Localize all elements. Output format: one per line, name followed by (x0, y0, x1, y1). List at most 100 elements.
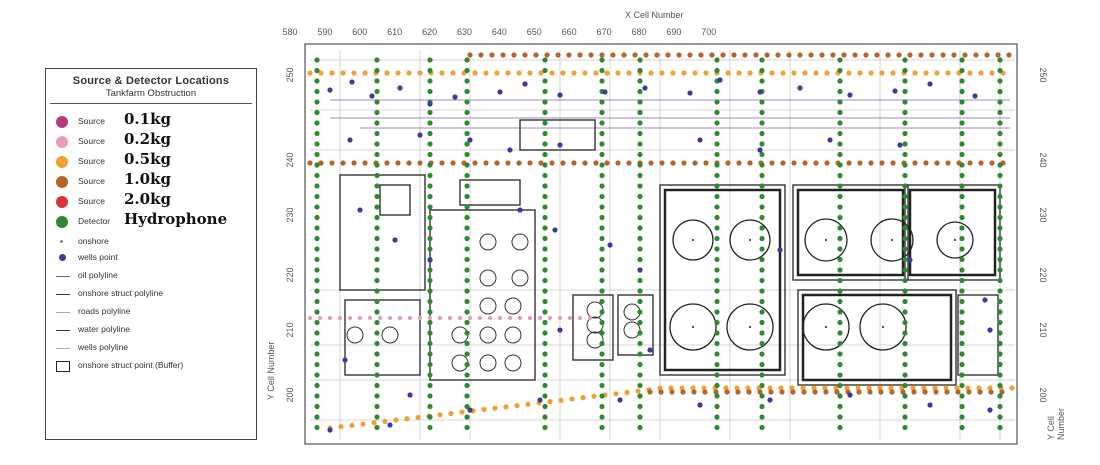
detector-marker (902, 256, 908, 263)
detector-marker (714, 319, 720, 326)
y-tick-label-left: 240 (285, 152, 295, 167)
source-marker-0.5kg (692, 70, 698, 76)
x-tick-label: 690 (666, 27, 681, 37)
source-marker-1.0kg (527, 160, 533, 166)
detector-marker (314, 288, 320, 294)
detector-marker (902, 214, 908, 221)
detector-marker (714, 193, 720, 200)
detector-marker (637, 319, 643, 326)
detector-marker (837, 88, 843, 95)
legend-size-label: Hydrophone (124, 210, 228, 228)
source-marker-1.0kg (900, 389, 906, 395)
detector-marker (427, 288, 433, 294)
source-marker-1.0kg (467, 52, 473, 58)
well-point (517, 207, 523, 213)
detector-marker (714, 372, 720, 378)
detector-marker (959, 361, 965, 368)
detector-marker (314, 393, 320, 399)
detector-marker (637, 424, 643, 431)
tank-center (749, 239, 751, 241)
source-marker-1.0kg (703, 160, 709, 166)
source-marker-1.0kg (560, 160, 566, 166)
small-tank (479, 269, 497, 287)
detector-marker (902, 193, 908, 200)
source-marker-0.2kg (307, 315, 313, 321)
detector-marker (714, 151, 720, 158)
x-tick-label: 620 (422, 27, 437, 37)
source-marker-1.0kg (406, 160, 412, 166)
detector-marker (314, 351, 320, 357)
source-marker-0.2kg (387, 315, 393, 321)
source-marker-1.0kg (896, 52, 902, 58)
detector-marker (427, 214, 433, 221)
detector-marker (714, 288, 720, 294)
source-marker-0.2kg (397, 315, 403, 321)
source-marker-0.2kg (427, 315, 433, 321)
detector-marker (314, 277, 320, 284)
source-marker-0.2kg (357, 315, 363, 321)
detector-marker (599, 225, 605, 231)
source-marker-0.5kg (516, 70, 522, 76)
source-marker-0.5kg (857, 70, 863, 76)
well-point (972, 93, 978, 99)
source-marker-0.2kg (467, 315, 473, 321)
source-marker-1.0kg (713, 389, 719, 395)
source-marker-1.0kg (775, 52, 781, 58)
detector-marker (427, 424, 433, 431)
source-marker-1.0kg (395, 160, 401, 166)
legend-label: Detector (78, 216, 111, 226)
tank-bund (796, 188, 905, 277)
detector-marker (759, 99, 765, 105)
source-marker-0.2kg (587, 315, 593, 321)
small-tank (504, 354, 522, 372)
well-point (392, 237, 398, 243)
well-point (507, 147, 513, 153)
detector-marker (714, 225, 720, 231)
detector-marker (542, 256, 548, 263)
map-legend: Source & Detector Locations Tankfarm Obs… (45, 68, 257, 440)
detector-marker (374, 67, 380, 74)
source-marker-1.0kg (588, 52, 594, 58)
detector-marker (542, 99, 548, 105)
well-point (642, 85, 648, 91)
legend-symbol (56, 136, 68, 148)
detector-marker (427, 330, 433, 336)
well-point (327, 87, 333, 93)
small-tank (586, 316, 604, 334)
detector-marker (997, 403, 1003, 410)
source-marker-1.0kg (736, 160, 742, 166)
source-marker-0.5kg (393, 417, 399, 423)
source-marker-1.0kg (912, 160, 918, 166)
source-marker-0.2kg (407, 315, 413, 321)
source-marker-0.5kg (349, 422, 355, 428)
detector-marker (759, 246, 765, 252)
small-tank (479, 354, 497, 372)
detector-marker (374, 267, 380, 273)
detector-marker (997, 99, 1003, 105)
source-marker-0.5kg (791, 70, 797, 76)
detector-marker (759, 57, 765, 63)
source-marker-1.0kg (966, 389, 972, 395)
source-marker-1.0kg (753, 52, 759, 58)
detector-marker (374, 298, 380, 305)
detector-marker (902, 109, 908, 116)
detector-marker (374, 120, 380, 126)
detector-marker (959, 372, 965, 378)
storage-tank (870, 218, 914, 262)
well-point (387, 422, 393, 428)
detector-marker (959, 267, 965, 273)
source-marker-0.5kg (527, 70, 533, 76)
y-tick-label-left: 200 (285, 387, 295, 402)
storage-tank (804, 218, 848, 262)
detector-marker (599, 246, 605, 252)
well-point (617, 397, 623, 403)
detector-marker (714, 277, 720, 284)
detector-marker (427, 193, 433, 200)
source-marker-1.0kg (384, 160, 390, 166)
source-marker-0.5kg (624, 389, 630, 395)
detector-marker (759, 78, 765, 84)
detector-marker (374, 88, 380, 95)
detector-marker (637, 340, 643, 347)
struct-outline (519, 119, 596, 151)
detector-marker (427, 151, 433, 158)
